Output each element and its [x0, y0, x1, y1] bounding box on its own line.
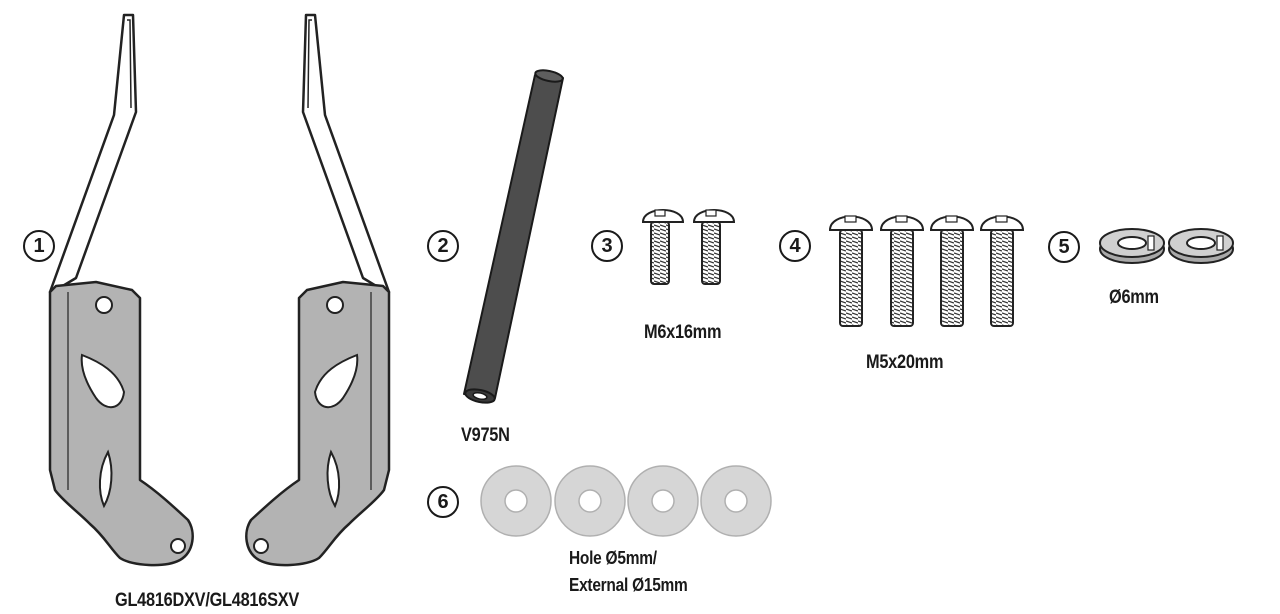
part-label-3: M6x16mm	[644, 322, 722, 343]
part-number-badge-2: 2	[427, 230, 459, 262]
part-label-4: M5x20mm	[866, 352, 944, 373]
lock-washer	[1099, 228, 1165, 264]
screw	[828, 215, 874, 327]
bracket-left-side	[245, 13, 391, 567]
flat-washer	[700, 465, 772, 537]
spacer-rod	[463, 69, 564, 404]
part-label-6-line1: Hole Ø5mm/	[569, 548, 657, 568]
screw	[692, 209, 736, 285]
flat-washer	[554, 465, 626, 537]
screw	[979, 215, 1025, 327]
screw	[879, 215, 925, 327]
part-label-5: Ø6mm	[1109, 287, 1159, 308]
part-number-badge-6: 6	[427, 486, 459, 518]
lock-washers	[1099, 228, 1234, 264]
screws-m5	[828, 215, 1025, 327]
part-number-badge-3: 3	[591, 230, 623, 262]
screw	[929, 215, 975, 327]
bracket-right-side	[48, 13, 194, 567]
part-number-badge-4: 4	[779, 230, 811, 262]
screws-m6	[641, 209, 736, 285]
flat-washer	[480, 465, 552, 537]
part-label-2: V975N	[461, 425, 510, 446]
part-number-badge-5: 5	[1048, 231, 1080, 263]
part-label-1: GL4816DXV/GL4816SXV	[115, 590, 300, 611]
part-number-badge-1: 1	[23, 230, 55, 262]
screw	[641, 209, 685, 285]
part-label-6-line2: External Ø15mm	[569, 575, 688, 595]
lock-washer	[1168, 228, 1234, 264]
flat-washers	[480, 465, 772, 537]
flat-washer	[627, 465, 699, 537]
